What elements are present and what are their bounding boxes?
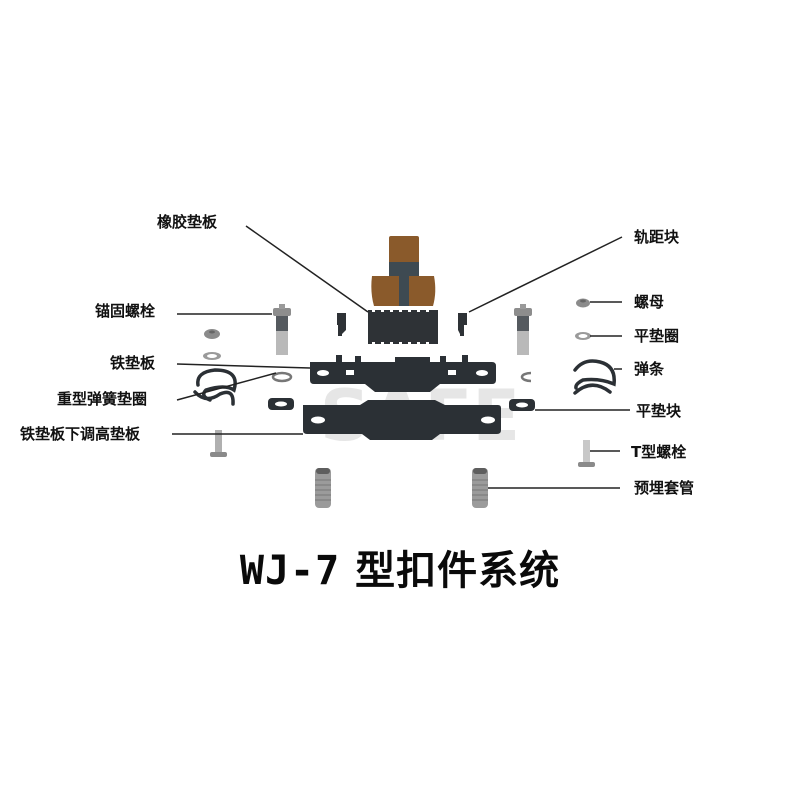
nut-right-icon — [576, 298, 590, 308]
gauge-block-right-icon — [458, 313, 467, 336]
label-flat-pad-block: 平垫块 — [636, 402, 682, 420]
anchor-bolt-left-icon — [273, 304, 291, 355]
t-bolt-right-icon — [578, 440, 595, 467]
embedded-sleeve-left-icon — [315, 468, 331, 508]
label-rubber-pad: 橡胶垫板 — [157, 213, 218, 231]
label-heavy-spring-washer: 重型弹簧垫圈 — [57, 390, 148, 408]
label-spring-clip: 弹条 — [634, 360, 665, 378]
anchor-bolt-right-icon — [514, 304, 532, 355]
t-bolt-left-icon — [210, 430, 227, 457]
height-adjust-pad-icon — [303, 400, 501, 440]
label-iron-base-plate: 铁垫板 — [110, 354, 156, 372]
spring-washer-left-icon — [271, 371, 293, 383]
leader-lines — [172, 225, 630, 489]
flat-pad-block-right-icon — [509, 399, 535, 411]
label-flat-washer: 平垫圈 — [634, 327, 680, 345]
spring-clip-right-icon — [573, 359, 616, 395]
gauge-block-left-icon — [337, 313, 346, 336]
diagram-title: WJ-7 型扣件系统 — [0, 538, 800, 596]
title-text: 型扣件系统 — [355, 548, 561, 594]
spring-clip-left-icon — [193, 368, 237, 406]
embedded-sleeve-right-icon — [472, 468, 488, 508]
iron-base-plate-icon — [310, 355, 496, 392]
rail-section-icon — [371, 236, 436, 306]
spring-washer-right-icon — [520, 371, 532, 383]
nut-left-icon — [204, 329, 220, 339]
label-embedded-sleeve: 预埋套管 — [634, 479, 695, 497]
label-nut: 螺母 — [634, 293, 665, 311]
flat-washer-left-icon — [203, 352, 221, 360]
flat-pad-block-left-icon — [268, 398, 294, 410]
label-height-adjust-pad: 铁垫板下调高垫板 — [20, 425, 141, 443]
flat-washer-right-icon — [575, 332, 591, 340]
rubber-pad-icon — [368, 309, 438, 345]
label-gauge-block: 轨距块 — [634, 228, 680, 246]
label-t-bolt: T型螺栓 — [631, 443, 687, 461]
title-model: WJ-7 — [239, 548, 341, 594]
label-anchor-bolt: 锚固螺栓 — [95, 302, 156, 320]
